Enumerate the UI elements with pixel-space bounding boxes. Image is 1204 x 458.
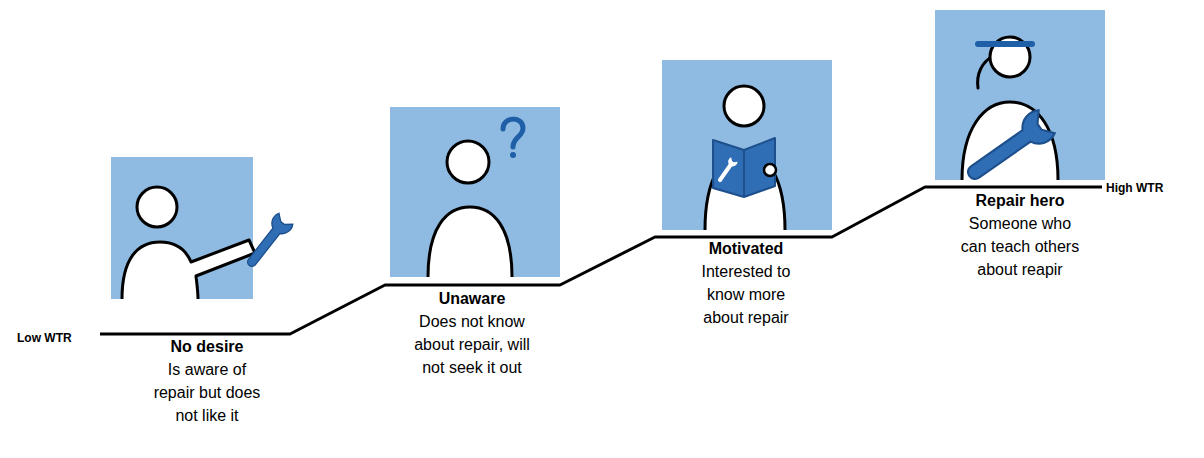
stage-no-desire: No desireIs aware of repair but does not… (111, 157, 253, 299)
stage-description: Does not know about repair, will not see… (414, 310, 530, 379)
stage-repair-hero: Repair heroSomeone who can teach others … (935, 10, 1105, 180)
axis-high-label: High WTR (1106, 181, 1163, 195)
stage-description: Is aware of repair but does not like it (148, 358, 266, 427)
stage-caption: Repair heroSomeone who can teach others … (957, 189, 1083, 281)
stage-description: Interested to know more about repair (691, 260, 801, 329)
stage-title: Unaware (414, 287, 530, 310)
stage-unaware: UnawareDoes not know about repair, will … (390, 107, 560, 277)
stage-title: No desire (148, 335, 266, 358)
axis-low-label: Low WTR (17, 331, 72, 345)
stage-title: Motivated (691, 237, 801, 260)
stage-motivated: MotivatedInterested to know more about r… (662, 60, 832, 230)
stage-caption: UnawareDoes not know about repair, will … (414, 287, 530, 379)
stage-caption: MotivatedInterested to know more about r… (691, 237, 801, 329)
stage-title: Repair hero (957, 189, 1083, 212)
stage-description: Someone who can teach others about reapi… (957, 212, 1083, 281)
stage-caption: No desireIs aware of repair but does not… (148, 335, 266, 427)
